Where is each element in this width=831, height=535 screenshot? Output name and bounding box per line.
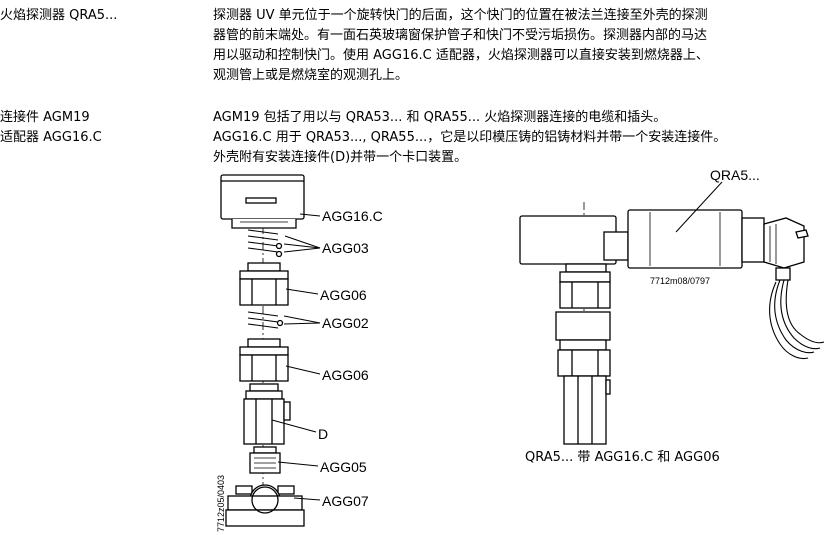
paragraph-line: 探测器 UV 单元位于一个旋转快门的后面，这个快门的位置在被法兰连接至外壳的探测: [213, 8, 708, 23]
figure-caption: QRA5... 带 AGG16.C 和 AGG06: [525, 450, 720, 465]
exploded-assembly-drawing: [220, 174, 321, 527]
label-agg06-lower: AGG06: [322, 367, 369, 383]
paragraph-line: AGM19 包括了用以与 QRA53... 和 QRA55... 火焰探测器连接…: [213, 110, 667, 125]
label-agg05: AGG05: [320, 459, 367, 475]
label-d: D: [318, 426, 328, 442]
heading-flame-detector: 火焰探测器 QRA5...: [0, 8, 118, 23]
paragraph-line: 器管的前末端处。有一面石英玻璃窗保护管子和快门不受污垢损伤。探测器内部的马达: [213, 28, 708, 43]
heading-connector-agm19: 连接件 AGM19: [0, 110, 90, 125]
paragraph-flame-detector: 探测器 UV 单元位于一个旋转快门的后面，这个快门的位置在被法兰连接至外壳的探测…: [213, 6, 709, 86]
label-agg06-upper: AGG06: [320, 287, 367, 303]
paragraph-line: 用以驱动和控制快门。使用 AGG16.C 适配器，火焰探测器可以直接安装到燃烧器…: [213, 48, 709, 63]
label-agg02: AGG02: [322, 315, 369, 331]
paragraph-line: AGG16.C 用于 QRA53..., QRA55...，它是以印模压铸的铝铸…: [213, 130, 727, 145]
label-agg16c: AGG16.C: [322, 208, 383, 224]
label-agg07: AGG07: [322, 493, 369, 509]
paragraph-line: 观测管上或是燃烧室的观测孔上。: [213, 68, 409, 83]
assembled-detector-drawing: [519, 181, 825, 445]
drawing-code-right: 7712m08/0797: [650, 276, 710, 286]
drawing-code-left: 7712z05/0403: [216, 475, 226, 532]
label-agg03: AGG03: [322, 240, 369, 256]
paragraph-line: 外壳附有安装连接件(D)并带一个卡口装置。: [213, 150, 468, 165]
heading-adapter-agg16c: 适配器 AGG16.C: [0, 130, 102, 145]
label-qra5: QRA5...: [710, 167, 760, 183]
paragraph-connector: AGM19 包括了用以与 QRA53... 和 QRA55... 火焰探测器连接…: [213, 108, 726, 168]
